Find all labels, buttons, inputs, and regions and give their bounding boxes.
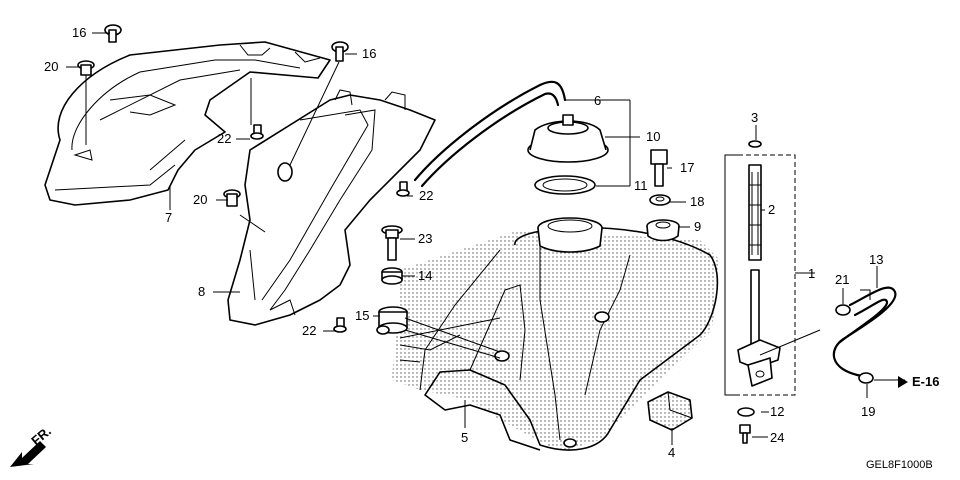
callout-8: 8 [198, 284, 205, 299]
leader-lines [66, 32, 905, 445]
clip-22c [333, 317, 347, 333]
callout-14: 14 [418, 268, 432, 283]
callout-2: 2 [768, 202, 775, 217]
clip-19 [858, 372, 874, 384]
clip-22b [396, 181, 410, 197]
callout-19: 19 [861, 404, 875, 419]
callout-18: 18 [690, 194, 704, 209]
tank-cushion [647, 391, 693, 431]
bolt-17 [650, 149, 668, 187]
callout-16a: 16 [72, 25, 86, 40]
clip-21 [835, 304, 851, 316]
screw-16b [331, 41, 349, 62]
fuel-tube [759, 286, 897, 378]
callout-16b: 16 [362, 46, 376, 61]
callout-22a: 22 [217, 131, 231, 146]
collar-14 [381, 267, 403, 285]
callout-24: 24 [770, 430, 784, 445]
callout-1: 1 [808, 266, 815, 281]
diagram-code: GEL8F1000B [866, 459, 933, 471]
callout-3: 3 [751, 110, 758, 125]
fuel-cap [527, 114, 609, 163]
front-direction-arrow-icon [10, 441, 46, 467]
grommet [646, 219, 680, 242]
shroud-side [227, 89, 436, 326]
shroud-upper [44, 41, 331, 206]
callout-9: 9 [694, 219, 701, 234]
callout-12: 12 [770, 404, 784, 419]
washer-18 [649, 194, 671, 206]
front-label: FR. [28, 423, 54, 448]
callout-13: 13 [869, 252, 883, 267]
rivet-20a [77, 60, 95, 76]
clip-22a [250, 124, 264, 140]
callout-5: 5 [461, 430, 468, 445]
callout-6: 6 [594, 93, 601, 108]
callout-22b: 22 [419, 188, 433, 203]
callout-17: 17 [680, 160, 694, 175]
callout-22c: 22 [302, 323, 316, 338]
grommet-15 [376, 306, 408, 335]
bolt-23 [381, 225, 403, 261]
callout-7: 7 [165, 210, 172, 225]
callout-20b: 20 [193, 192, 207, 207]
callout-10: 10 [646, 129, 660, 144]
callout-4: 4 [668, 445, 675, 460]
fuel-tank [392, 217, 720, 452]
seal-ring [534, 175, 596, 195]
callout-21: 21 [835, 272, 849, 287]
callout-23: 23 [418, 231, 432, 246]
callout-15: 15 [355, 308, 369, 323]
breather-tube [413, 80, 567, 188]
callout-11: 11 [634, 178, 648, 193]
reference-arrow [898, 376, 908, 388]
fuel-valve-assembly [724, 140, 796, 444]
reference-label: E-16 [912, 374, 939, 389]
callout-20a: 20 [44, 59, 58, 74]
rivet-20b [223, 189, 241, 207]
